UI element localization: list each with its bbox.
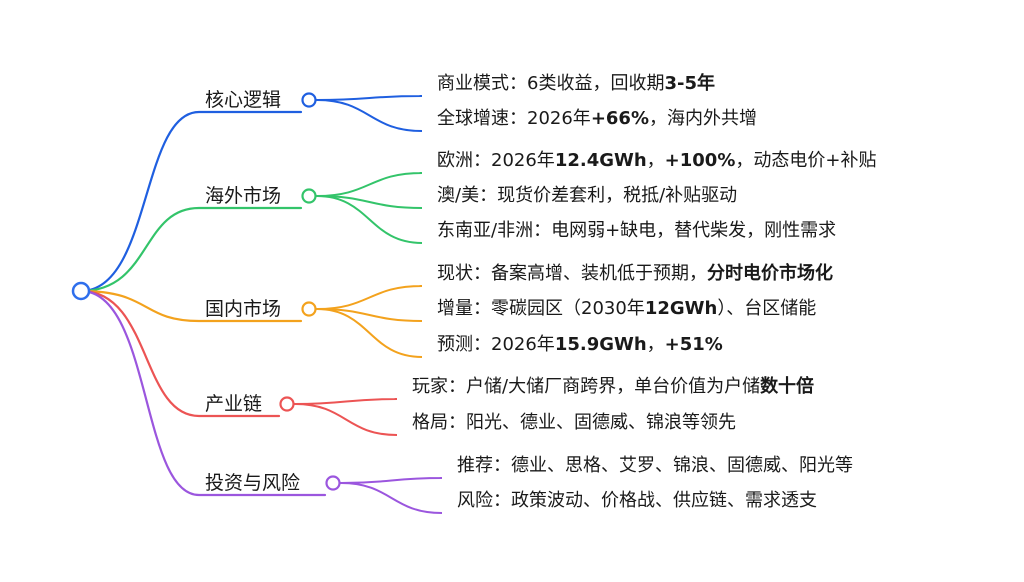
link-domestic-leaf-3 — [316, 308, 423, 358]
domestic-leaf-3-segment: ， — [646, 334, 665, 355]
domestic-leaf-2-segment: 12GWh — [644, 298, 718, 319]
link-root-to-industry — [79, 289, 281, 418]
overseas-leaf-1-segment: +100% — [664, 150, 736, 171]
core-leaf-2-segment: ，海内外共增 — [648, 108, 757, 129]
link-invest-leaf-1 — [340, 477, 443, 484]
branch-label-overseas: 海外市场 — [205, 185, 282, 207]
domestic-leaf-1: 现状：备案高增、装机低于预期，分时电价市场化 — [437, 262, 833, 286]
invest-leaf-2-segment: 风险：政策波动、价格战、供应链、需求透支 — [457, 490, 817, 511]
invest-leaf-2: 风险：政策波动、价格战、供应链、需求透支 — [457, 489, 817, 513]
overseas-leaf-1-segment: 12.4GWh — [554, 150, 647, 171]
link-invest-leaf-2 — [340, 482, 443, 514]
link-domestic-leaf-1 — [316, 285, 423, 310]
link-domestic-leaf-2 — [316, 308, 423, 322]
branch-label-core: 核心逻辑 — [205, 89, 282, 111]
link-overseas-leaf-1 — [316, 172, 423, 197]
core-leaf-2-segment: 全球增速：2026年 — [437, 108, 591, 129]
invest-leaf-1: 推荐：德业、思格、艾罗、锦浪、固德威、阳光等 — [457, 454, 853, 478]
link-root-to-core — [79, 110, 303, 293]
industry-leaf-1-segment: 玩家：户储/大储厂商跨界，单台价值为户储 — [412, 376, 761, 397]
industry-leaf-2-segment: 格局：阳光、德业、固德威、锦浪等领先 — [412, 412, 736, 433]
overseas-leaf-1-segment: 欧洲：2026年 — [437, 150, 555, 171]
core-leaf-1: 商业模式：6类收益，回收期3-5年 — [437, 72, 715, 96]
overseas-leaf-2-segment: 澳/美：现货价差套利，税抵/补贴驱动 — [437, 185, 738, 206]
overseas-leaf-3: 东南亚/非洲：电网弱+缺电，替代柴发，刚性需求 — [437, 219, 836, 243]
domestic-leaf-3-segment: 预测：2026年 — [437, 334, 555, 355]
core-node[interactable] — [301, 92, 317, 108]
industry-leaf-1-segment: 数十倍 — [760, 376, 815, 397]
link-industry-leaf-1 — [294, 398, 398, 405]
industry-node[interactable] — [279, 396, 295, 412]
domestic-node[interactable] — [301, 301, 317, 317]
link-root-to-domestic — [79, 289, 303, 323]
overseas-node[interactable] — [301, 188, 317, 204]
link-core-leaf-1 — [316, 95, 423, 101]
link-root-to-overseas — [79, 206, 303, 293]
branch-label-invest: 投资与风险 — [205, 472, 301, 494]
domestic-leaf-3: 预测：2026年15.9GWh，+51% — [437, 333, 723, 357]
link-core-leaf-2 — [316, 99, 423, 132]
domestic-leaf-2-segment: ）、台区储能 — [717, 298, 817, 319]
core-leaf-2-segment: +66% — [590, 108, 649, 129]
invest-leaf-1-segment: 推荐：德业、思格、艾罗、锦浪、固德威、阳光等 — [457, 455, 853, 476]
invest-node[interactable] — [325, 475, 341, 491]
domestic-leaf-1-segment: 现状：备案高增、装机低于预期， — [437, 263, 707, 284]
core-leaf-1-segment: 3-5年 — [664, 73, 715, 94]
link-root-to-invest — [79, 289, 327, 497]
overseas-leaf-1-segment: ， — [646, 150, 665, 171]
domestic-leaf-2-segment: 增量：零碳园区（2030年 — [437, 298, 645, 319]
overseas-leaf-1: 欧洲：2026年12.4GWh，+100%，动态电价+补贴 — [437, 149, 876, 173]
industry-leaf-2: 格局：阳光、德业、固德威、锦浪等领先 — [412, 411, 736, 435]
link-industry-leaf-2 — [294, 403, 398, 436]
overseas-leaf-2: 澳/美：现货价差套利，税抵/补贴驱动 — [437, 184, 737, 208]
domestic-leaf-2: 增量：零碳园区（2030年12GWh）、台区储能 — [437, 297, 816, 321]
core-leaf-1-segment: 商业模式：6类收益，回收期 — [437, 73, 665, 94]
branch-label-domestic: 国内市场 — [205, 298, 282, 320]
industry-leaf-1: 玩家：户储/大储厂商跨界，单台价值为户储数十倍 — [412, 375, 814, 399]
link-overseas-leaf-2 — [316, 195, 423, 209]
branch-label-industry: 产业链 — [205, 393, 263, 415]
overseas-leaf-1-segment: ，动态电价+补贴 — [735, 150, 877, 171]
overseas-leaf-3-segment: 东南亚/非洲：电网弱+缺电，替代柴发，刚性需求 — [437, 220, 837, 241]
core-leaf-2: 全球增速：2026年+66%，海内外共增 — [437, 107, 757, 131]
domestic-leaf-1-segment: 分时电价市场化 — [707, 263, 833, 284]
domestic-leaf-3-segment: +51% — [664, 334, 723, 355]
domestic-leaf-3-segment: 15.9GWh — [554, 334, 647, 355]
root-node[interactable] — [71, 281, 91, 301]
link-overseas-leaf-3 — [316, 195, 423, 244]
